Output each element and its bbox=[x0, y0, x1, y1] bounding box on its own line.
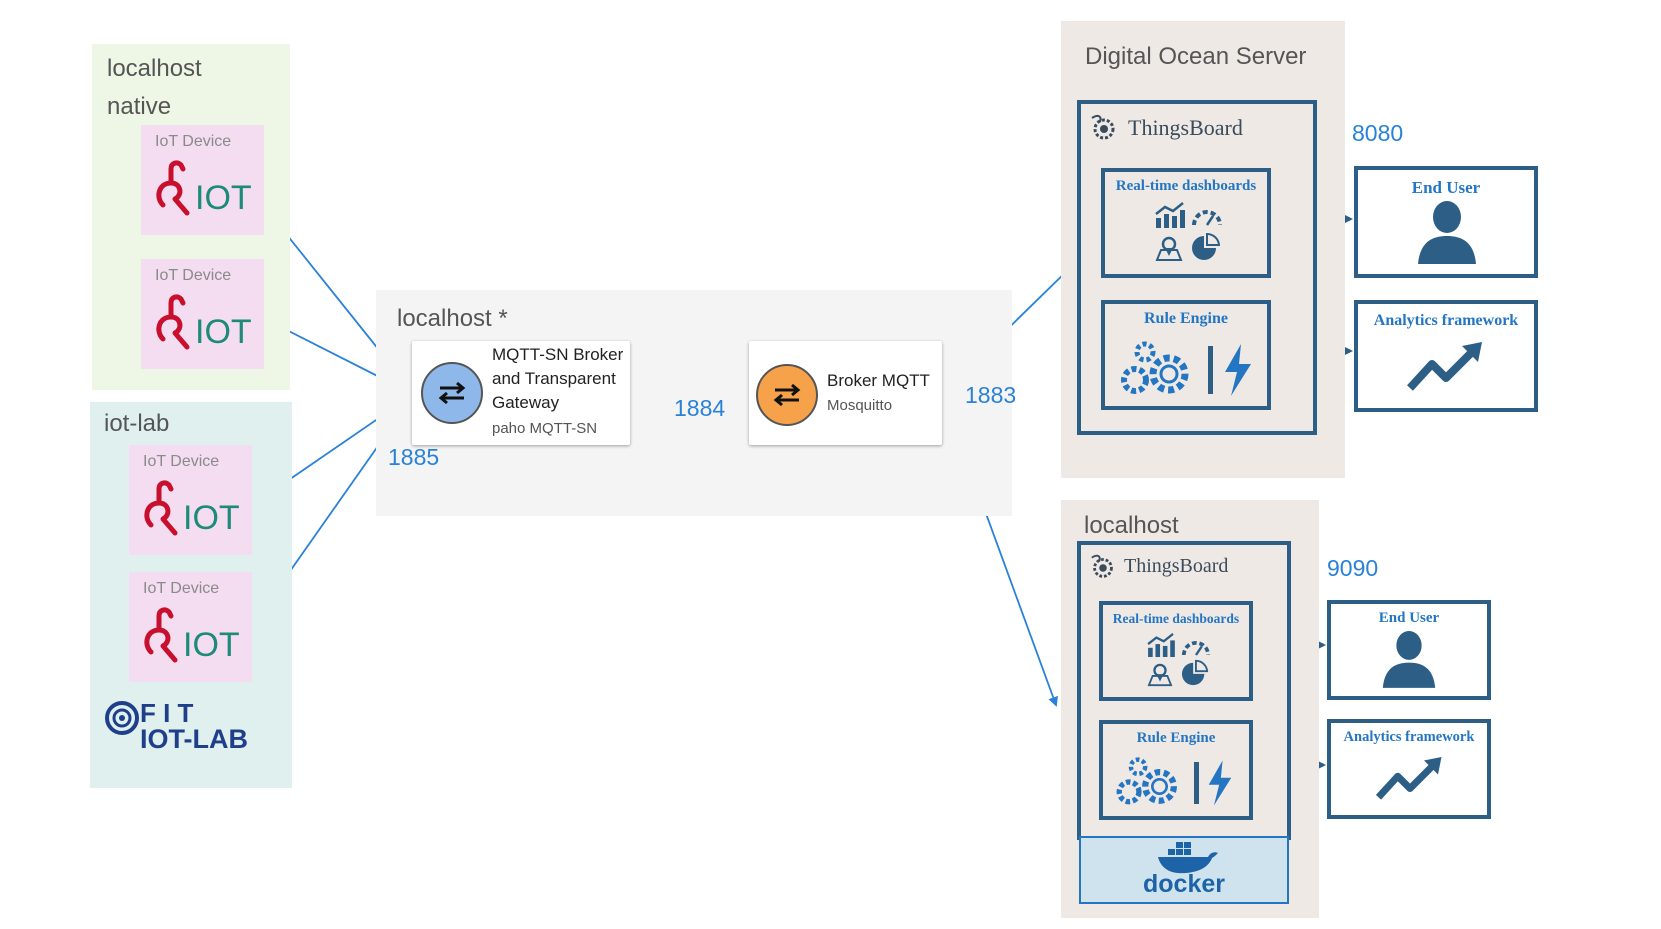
iot-device-label: IoT Device bbox=[155, 267, 232, 284]
dashboards-box: Real-time dashboards bbox=[1099, 601, 1253, 701]
broker-title: Broker MQTT bbox=[827, 371, 930, 390]
rule-engine-box: Rule Engine bbox=[1101, 300, 1271, 410]
dashboards-title: Real-time dashboards bbox=[1115, 178, 1257, 194]
exchange-icon bbox=[756, 364, 818, 426]
region-native-label-line2: native bbox=[107, 93, 172, 120]
gears-icon bbox=[1116, 757, 1177, 805]
gauge-icon bbox=[1181, 640, 1211, 656]
rule-engine-title: Rule Engine bbox=[1143, 310, 1228, 327]
docker-label: docker bbox=[1143, 870, 1225, 898]
port-gateway: 1885 bbox=[388, 444, 440, 470]
thingsboard-title: ThingsBoard bbox=[1124, 555, 1229, 577]
iot-device-label: IoT Device bbox=[155, 133, 232, 150]
trend-icon bbox=[1375, 757, 1442, 800]
fit-iotlab-logo: F I T IOT-LAB bbox=[105, 698, 248, 754]
svg-text:IOT: IOT bbox=[183, 499, 240, 537]
chart-icon bbox=[1155, 202, 1185, 228]
rule-engine-box: Rule Engine bbox=[1099, 720, 1253, 820]
gateway-subtitle: paho MQTT-SN bbox=[492, 420, 598, 437]
broker-subtitle: Mosquitto bbox=[827, 397, 893, 414]
iot-device-label: IoT Device bbox=[143, 453, 220, 470]
iot-device-card: IoT Device IOT bbox=[129, 572, 252, 682]
region-digital-ocean-label: Digital Ocean Server bbox=[1085, 43, 1307, 70]
svg-text:IOT: IOT bbox=[183, 626, 240, 664]
dashboards-box: Real-time dashboards bbox=[1101, 168, 1271, 278]
person-icon bbox=[1418, 201, 1476, 264]
analytics-title: Analytics framework bbox=[1373, 312, 1519, 329]
gateway-title-line3: Gateway bbox=[492, 393, 560, 412]
svg-text:IOT-LAB: IOT-LAB bbox=[140, 724, 248, 754]
rule-engine-divider bbox=[1208, 346, 1213, 394]
iot-device-card: IoT Device IOT bbox=[141, 125, 264, 235]
person-icon bbox=[1382, 631, 1436, 688]
analytics-box: Analytics framework bbox=[1327, 719, 1491, 819]
port-digital-ocean: 8080 bbox=[1352, 120, 1404, 146]
pie-icon bbox=[1181, 659, 1209, 686]
mqtt-broker-node: Broker MQTT Mosquitto bbox=[749, 341, 942, 445]
thingsboard-logo-icon bbox=[1091, 114, 1115, 140]
riot-logo: IOT bbox=[144, 607, 240, 664]
mqtt-sn-gateway-node: MQTT-SN Broker and Transparent Gateway p… bbox=[412, 341, 630, 445]
dashboards-title: Real-time dashboards bbox=[1112, 611, 1240, 626]
end-user-title: End User bbox=[1411, 178, 1481, 197]
region-local-docker-label: localhost bbox=[1084, 512, 1179, 539]
gateway-title-line1: MQTT-SN Broker bbox=[492, 345, 624, 364]
rule-engine-divider bbox=[1194, 762, 1199, 804]
region-iotlab-label: iot-lab bbox=[104, 410, 170, 437]
svg-text:IOT: IOT bbox=[195, 179, 252, 217]
riot-logo: IOT bbox=[156, 160, 252, 217]
thingsboard-title: ThingsBoard bbox=[1128, 115, 1243, 140]
gauge-icon bbox=[1192, 210, 1222, 226]
port-broker: 1883 bbox=[965, 382, 1017, 408]
riot-logo: IOT bbox=[156, 294, 252, 351]
thingsboard-frame bbox=[1077, 100, 1317, 435]
trend-icon bbox=[1407, 342, 1482, 391]
map-pin-icon bbox=[1147, 663, 1173, 687]
svg-text:F I T: F I T bbox=[140, 698, 194, 728]
whale-icon bbox=[1158, 842, 1218, 874]
gateway-title-line2: and Transparent bbox=[492, 369, 616, 388]
map-pin-icon bbox=[1155, 236, 1183, 261]
thingsboard-logo-icon bbox=[1091, 554, 1113, 578]
svg-text:IOT: IOT bbox=[195, 313, 252, 351]
end-user-box: End User bbox=[1354, 166, 1538, 278]
iot-device-label: IoT Device bbox=[143, 580, 220, 597]
analytics-title: Analytics framework bbox=[1343, 729, 1475, 745]
rule-engine-title: Rule Engine bbox=[1136, 730, 1216, 746]
exchange-icon bbox=[421, 362, 483, 424]
port-local-docker: 9090 bbox=[1327, 555, 1379, 581]
end-user-title: End User bbox=[1378, 610, 1440, 626]
pie-icon bbox=[1192, 232, 1221, 260]
iot-device-card: IoT Device IOT bbox=[141, 259, 264, 369]
region-center-label: localhost * bbox=[397, 305, 508, 332]
end-user-box: End User bbox=[1327, 600, 1491, 700]
bolt-icon bbox=[1208, 760, 1232, 806]
iot-device-card: IoT Device IOT bbox=[129, 445, 252, 555]
region-native-label-line1: localhost bbox=[107, 55, 202, 82]
riot-logo: IOT bbox=[144, 480, 240, 537]
analytics-box: Analytics framework bbox=[1354, 300, 1538, 412]
gears-icon bbox=[1121, 341, 1189, 394]
port-link: 1884 bbox=[674, 395, 726, 421]
bolt-icon bbox=[1225, 344, 1251, 396]
chart-icon bbox=[1147, 633, 1175, 657]
